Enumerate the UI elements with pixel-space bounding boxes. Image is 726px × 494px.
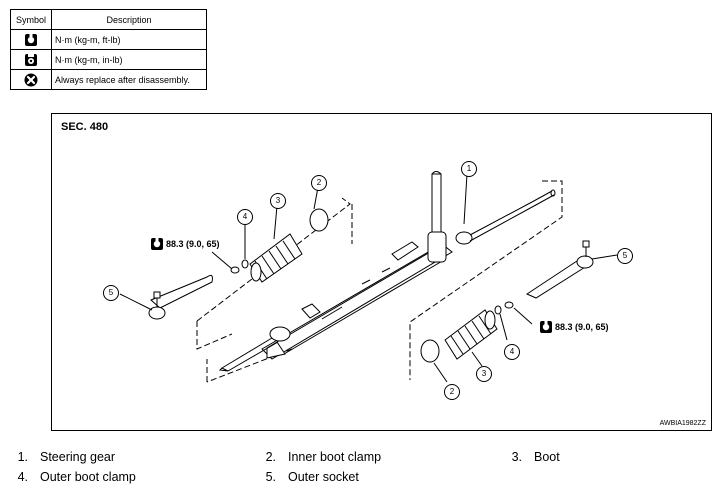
figure-code: AWBIA1982ZZ bbox=[659, 420, 706, 427]
boot-left bbox=[249, 233, 303, 283]
symbol-cell bbox=[10, 69, 52, 90]
callout-outer-boot-clamp: 4 bbox=[237, 209, 253, 225]
torque-value-right: 88.3 (9.0, 65) bbox=[555, 322, 609, 332]
symbol-description: Always replace after disassembly. bbox=[51, 69, 207, 90]
dashed-reference-line bbox=[196, 197, 353, 350]
always-replace-icon bbox=[24, 73, 38, 86]
leader-line bbox=[513, 307, 533, 325]
torque-spec-right: 88.3 (9.0, 65) bbox=[539, 320, 609, 334]
legend-item: 4. Outer boot clamp bbox=[0, 470, 136, 484]
dashed-reference-line bbox=[409, 180, 563, 380]
torque-spec-left: 88.3 (9.0, 65) bbox=[150, 237, 220, 251]
nut-left bbox=[230, 266, 240, 274]
symbol-header: Symbol bbox=[10, 9, 52, 30]
callout-outer-socket: 5 bbox=[103, 285, 119, 301]
steering-gear bbox=[218, 171, 556, 372]
torque-ft-lb-icon bbox=[25, 33, 37, 46]
outer-boot-clamp-right bbox=[494, 305, 502, 315]
nut-right bbox=[504, 301, 514, 309]
callout-boot: 3 bbox=[270, 193, 286, 209]
table-row: N·m (kg-m, in-lb) bbox=[10, 49, 207, 70]
legend-label: Outer boot clamp bbox=[40, 470, 136, 484]
legend-number: 3. bbox=[511, 450, 522, 464]
parts-legend: 1. Steering gear 2. Inner boot clamp 3. Boo… bbox=[0, 448, 726, 492]
legend-item: 1. Steering gear bbox=[0, 450, 116, 464]
outer-socket-right bbox=[525, 240, 594, 299]
symbol-description: N·m (kg-m, ft-lb) bbox=[51, 29, 207, 50]
torque-ft-lb-icon bbox=[540, 321, 552, 333]
torque-value-left: 88.3 (9.0, 65) bbox=[166, 239, 220, 249]
legend-label: Outer socket bbox=[288, 470, 359, 484]
leader-line bbox=[119, 293, 153, 311]
torque-in-lb-icon bbox=[25, 53, 37, 66]
table-row: Always replace after disassembly. bbox=[10, 69, 207, 90]
callout-inner-boot-clamp: 2 bbox=[444, 384, 460, 400]
leader-line bbox=[463, 173, 468, 225]
description-header: Description bbox=[51, 9, 207, 30]
symbol-table: Symbol Description N·m (kg-m, ft-lb) N·m… bbox=[10, 9, 207, 90]
symbol-cell bbox=[10, 49, 52, 70]
section-label: SEC. 480 bbox=[61, 121, 109, 133]
callout-outer-boot-clamp: 4 bbox=[504, 344, 520, 360]
leader-line bbox=[499, 313, 508, 341]
symbol-table-header: Symbol Description bbox=[10, 9, 207, 30]
legend-number: 5. bbox=[265, 470, 276, 484]
leader-line bbox=[211, 251, 233, 270]
legend-number: 4. bbox=[17, 470, 28, 484]
legend-label: Boot bbox=[534, 450, 560, 464]
legend-number: 1. bbox=[17, 450, 28, 464]
legend-item: 5. Outer socket bbox=[248, 470, 359, 484]
inner-boot-clamp-right bbox=[420, 339, 440, 363]
legend-item: 3. Boot bbox=[494, 450, 560, 464]
inner-boot-clamp-left bbox=[309, 208, 329, 232]
legend-label: Inner boot clamp bbox=[288, 450, 382, 464]
table-row: N·m (kg-m, ft-lb) bbox=[10, 29, 207, 50]
legend-number: 2. bbox=[265, 450, 276, 464]
symbol-description: N·m (kg-m, in-lb) bbox=[51, 49, 207, 70]
leader-line bbox=[591, 254, 618, 260]
callout-inner-boot-clamp: 2 bbox=[311, 175, 327, 191]
leader-line bbox=[273, 205, 278, 240]
callout-steering-gear: 1 bbox=[461, 161, 477, 177]
legend-label: Steering gear bbox=[40, 450, 116, 464]
leader-line bbox=[471, 351, 483, 367]
outer-boot-clamp-left bbox=[241, 259, 249, 269]
symbol-cell bbox=[10, 29, 52, 50]
dashed-reference-line bbox=[206, 348, 293, 383]
outer-socket-left bbox=[148, 274, 213, 320]
steering-gear-illustration bbox=[119, 171, 618, 383]
legend-item: 2. Inner boot clamp bbox=[248, 450, 382, 464]
diagram-frame: SEC. 480 bbox=[51, 113, 712, 431]
boot-right bbox=[444, 309, 498, 360]
callout-outer-socket: 5 bbox=[617, 248, 633, 264]
leader-line bbox=[433, 362, 448, 383]
callout-boot: 3 bbox=[476, 366, 492, 382]
torque-ft-lb-icon bbox=[151, 238, 163, 250]
